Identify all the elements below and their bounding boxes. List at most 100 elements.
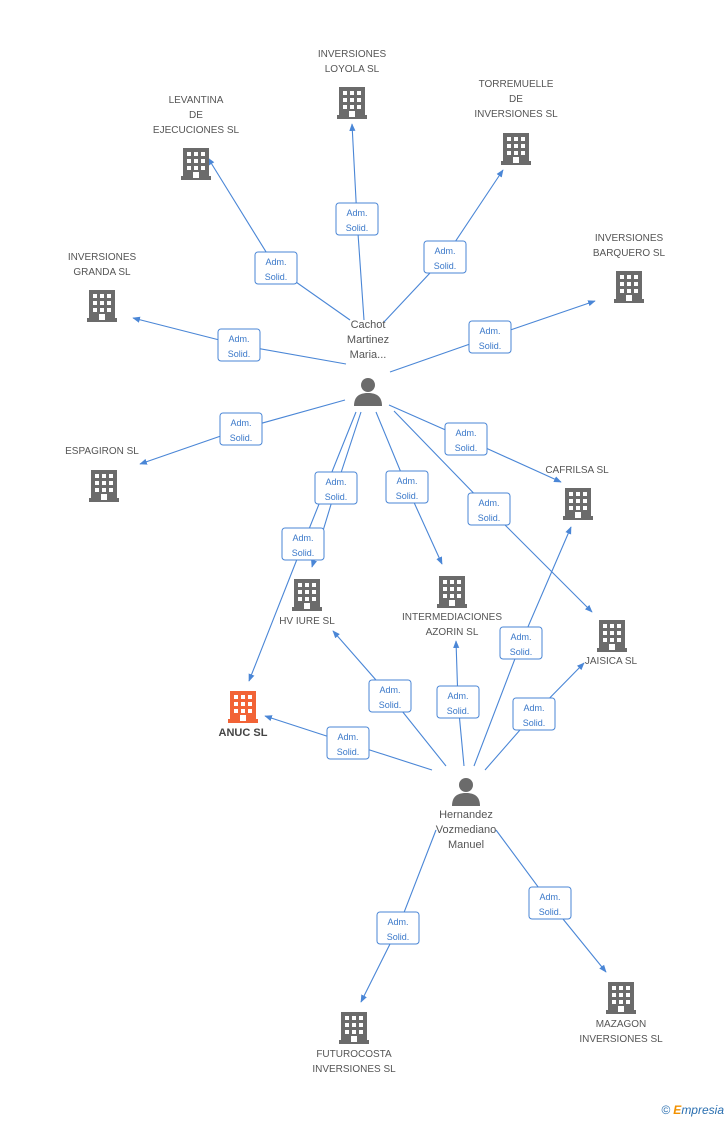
- edge-label-text: Solid.: [396, 491, 419, 501]
- node-label-line: Manuel: [448, 839, 484, 851]
- edge-label[interactable]: Adm. Solid.: [376, 911, 420, 945]
- edge-label-box: [528, 886, 572, 920]
- edge-label-box: [499, 626, 543, 660]
- edge-label-text: Adm.: [455, 428, 476, 438]
- edge-label[interactable]: Adm.Solid.: [512, 697, 556, 731]
- building-icon: [87, 290, 117, 322]
- building-icon: [337, 87, 367, 119]
- node-label-line: INTERMEDIACIONES: [402, 612, 502, 623]
- edge-label[interactable]: Adm. Solid.: [467, 492, 511, 526]
- edge-label-box: [217, 328, 261, 362]
- node-label-line: JAISICA SL: [585, 656, 638, 667]
- edge-labels-layer: Adm. Solid. Adm. Solid. Adm. Solid. Adm. Solid.…: [217, 202, 572, 945]
- edge-label-text: Solid.: [387, 932, 410, 942]
- person-node-cachot[interactable]: CachotMartinezMaria...: [347, 319, 389, 406]
- edge-label-text: Adm.: [478, 498, 499, 508]
- edge-label-text: Adm.: [265, 257, 286, 267]
- node-label-line: CAFRILSA SL: [545, 465, 609, 476]
- node-label-line: INVERSIONES SL: [579, 1034, 663, 1045]
- edge-label[interactable]: Adm. Solid.: [335, 202, 379, 236]
- edge-label-text: Adm.: [387, 917, 408, 927]
- edge-label-text: Adm.: [337, 732, 358, 742]
- node-label-line: INVERSIONES: [318, 49, 387, 60]
- edges-layer: [132, 123, 607, 1003]
- edge-label-box: [436, 685, 480, 719]
- edge-label[interactable]: Adm.Solid.: [314, 471, 358, 505]
- edge-label[interactable]: Adm. Solid.: [219, 412, 263, 446]
- node-label-line: AZORIN SL: [426, 627, 479, 638]
- node-label-line: ESPAGIRON SL: [65, 446, 139, 457]
- edge-label-box: [385, 470, 429, 504]
- company-node-anuc[interactable]: ANUC SL: [219, 691, 268, 739]
- company-node-jaisica[interactable]: JAISICA SL: [585, 620, 638, 667]
- building-icon: [89, 470, 119, 502]
- company-node-azorin[interactable]: INTERMEDIACIONES AZORIN SL: [402, 576, 502, 638]
- building-icon: [614, 271, 644, 303]
- edge-label-box: [467, 492, 511, 526]
- edge-label-text: Solid.: [379, 700, 402, 710]
- node-label-line: Martinez: [347, 334, 389, 346]
- node-label-line: INVERSIONES: [68, 252, 137, 263]
- company-node-loyola[interactable]: INVERSIONES LOYOLA SL: [318, 49, 387, 119]
- edge-label[interactable]: Adm.Solid.: [444, 422, 488, 456]
- edge-label-text: Solid.: [228, 349, 251, 359]
- edge-label[interactable]: Adm.Solid.: [254, 251, 298, 285]
- edge-label-text: Adm.: [447, 691, 468, 701]
- edge-label-text: Solid.: [337, 747, 360, 757]
- company-node-futurocosta[interactable]: FUTUROCOSTA INVERSIONES SL: [312, 1012, 396, 1075]
- edge-label[interactable]: Adm. Solid.: [436, 685, 480, 719]
- edge-label-text: Adm.: [230, 418, 251, 428]
- edge-label-text: Adm.: [346, 208, 367, 218]
- edge-label-text: Adm.: [379, 685, 400, 695]
- edge-label[interactable]: Adm.Solid.: [499, 626, 543, 660]
- edge-cachot-levantina: [207, 157, 351, 321]
- edge-label[interactable]: Adm. Solid.: [368, 679, 412, 713]
- edge-label-text: Solid.: [230, 433, 253, 443]
- building-icon: [606, 982, 636, 1014]
- building-icon: [563, 488, 593, 520]
- company-node-cafrilsa[interactable]: CAFRILSA SL: [545, 465, 609, 520]
- node-label-line: LOYOLA SL: [325, 64, 380, 75]
- company-node-mazagon[interactable]: MAZAGON INVERSIONES SL: [579, 982, 663, 1045]
- edge-label[interactable]: Adm. Solid.: [385, 470, 429, 504]
- edge-label[interactable]: Adm.Solid.: [528, 886, 572, 920]
- edge-label[interactable]: Adm.Solid.: [423, 240, 467, 274]
- edge-label-box: [281, 527, 325, 561]
- edge-label[interactable]: Adm.Solid.: [217, 328, 261, 362]
- brand-logo-e: E: [673, 1103, 682, 1117]
- edge-label-text: Solid.: [325, 492, 348, 502]
- node-label-line: LEVANTINA: [169, 95, 224, 106]
- edge-label[interactable]: Adm. Solid.: [326, 726, 370, 760]
- edge-label-text: Solid.: [346, 223, 369, 233]
- node-label-line: FUTUROCOSTA: [316, 1049, 392, 1060]
- node-label-line: HV IURE SL: [279, 616, 335, 627]
- building-icon: [181, 148, 211, 180]
- edge-label-text: Solid.: [434, 261, 457, 271]
- edge-label-text: Adm.: [396, 476, 417, 486]
- building-icon: [597, 620, 627, 652]
- node-label-line: INVERSIONES SL: [312, 1064, 396, 1075]
- building-icon: [501, 133, 531, 165]
- edge-label-text: Solid.: [447, 706, 470, 716]
- company-node-espagiron[interactable]: ESPAGIRON SL: [65, 446, 139, 502]
- building-icon: [339, 1012, 369, 1044]
- edge-label-box: [376, 911, 420, 945]
- company-node-hviure[interactable]: HV IURE SL: [279, 579, 335, 627]
- edge-label-box: [254, 251, 298, 285]
- edge-label-text: Adm.: [523, 703, 544, 713]
- edge-label-box: [444, 422, 488, 456]
- edge-label-text: Solid.: [478, 513, 501, 523]
- brand-logo-text: mpresia: [681, 1103, 724, 1117]
- node-label-line: EJECUCIONES SL: [153, 125, 240, 136]
- building-icon: [228, 691, 258, 723]
- edge-label[interactable]: Adm.Solid.: [281, 527, 325, 561]
- node-label-line: MAZAGON: [596, 1019, 647, 1030]
- edge-label-text: Solid.: [479, 341, 502, 351]
- edge-label[interactable]: Adm.Solid.: [468, 320, 512, 354]
